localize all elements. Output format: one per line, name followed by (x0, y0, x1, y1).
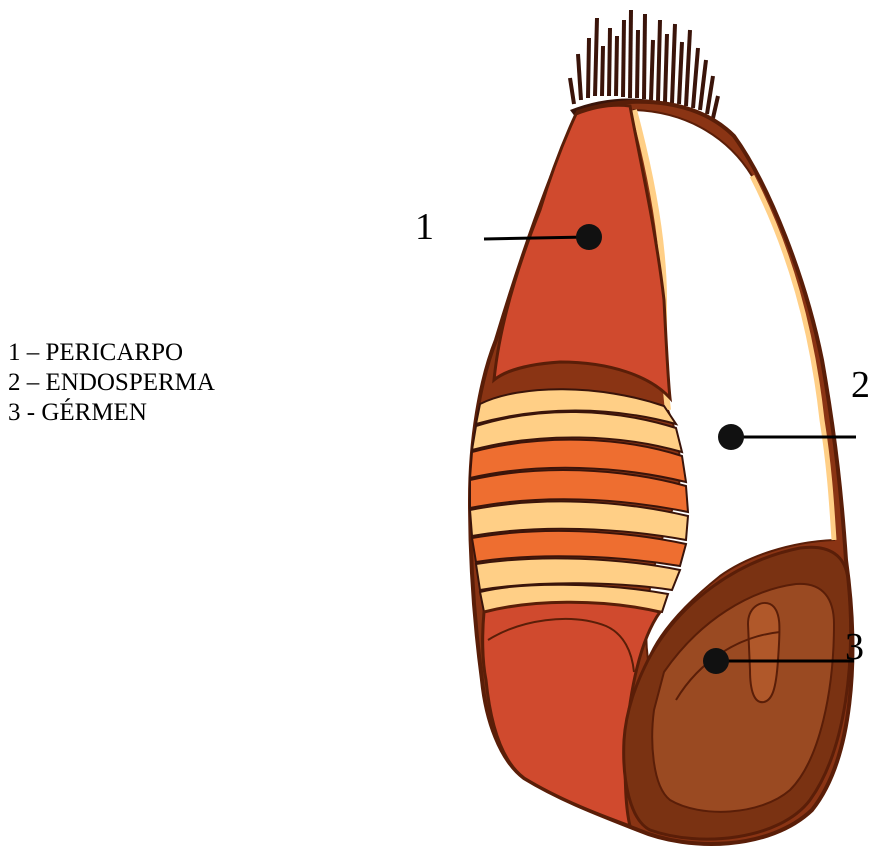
callout-label-1: 1 (415, 208, 434, 246)
callout-label-3: 3 (845, 628, 864, 666)
callout-label-2: 2 (851, 366, 870, 404)
germ-scutellum (748, 603, 780, 702)
